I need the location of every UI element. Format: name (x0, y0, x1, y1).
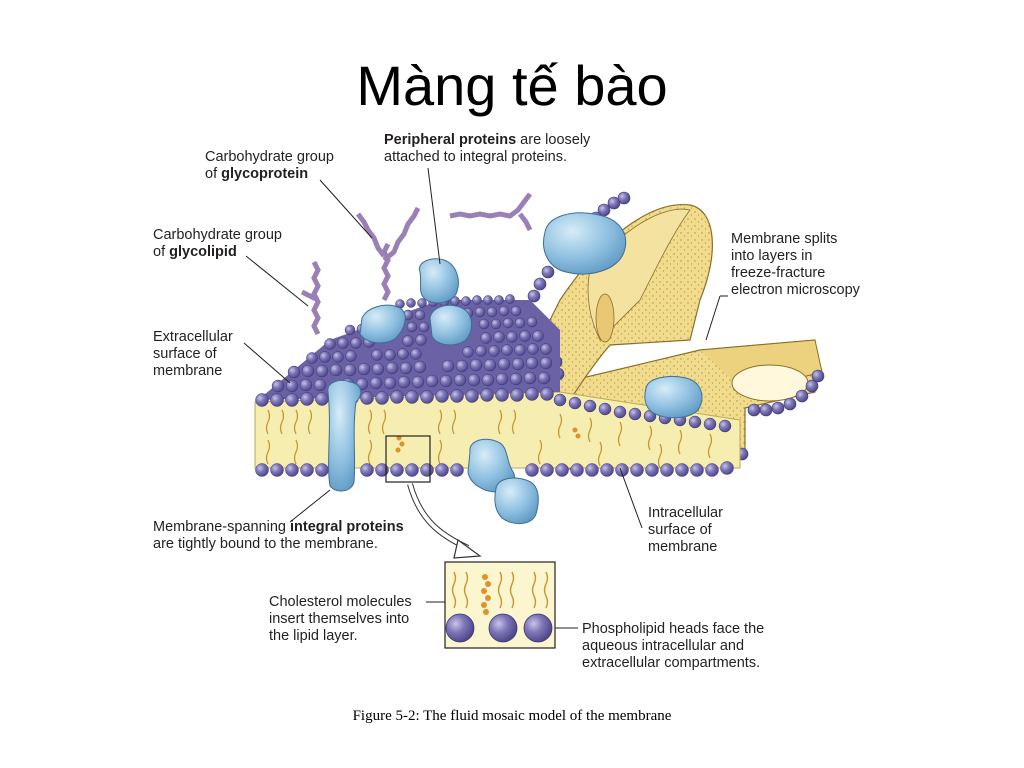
label-glycolipid: Carbohydrate group of glycolipid (153, 227, 282, 260)
label-integral-proteins: Membrane-spanning integral proteins are … (153, 519, 404, 552)
label-peripheral-proteins: Peripheral proteins are loosely attached… (384, 132, 591, 165)
extracellular-head-surface (255, 294, 560, 407)
zoom-selection-box (385, 435, 482, 559)
label-glycoprotein: Carbohydrate group of glycoprotein (205, 149, 334, 182)
label-cholesterol: Cholesterol molecules insert themselves … (269, 594, 412, 644)
integral-protein-spanning (327, 379, 362, 492)
figure-caption: Figure 5-2: The fluid mosaic model of th… (352, 708, 672, 724)
inset-detail-box (444, 561, 556, 649)
label-intracellular-surface: Intracellular surface of membrane (648, 505, 723, 555)
label-phospholipid-heads: Phospholipid heads face the aqueous intr… (582, 621, 765, 671)
carbohydrate-chains (300, 192, 533, 336)
protein-on-curl (543, 212, 627, 275)
slide-title: Màng tế bào (356, 54, 668, 117)
label-extracellular-surface: Extracellular surface of membrane (153, 329, 233, 379)
intracellular-head-row (255, 393, 734, 477)
peripheral-protein-cluster (359, 258, 472, 346)
label-membrane-splits: Membrane splits into layers in freeze-fr… (731, 231, 860, 298)
protein-in-fracture (644, 375, 703, 419)
integral-protein-lower (467, 438, 539, 524)
